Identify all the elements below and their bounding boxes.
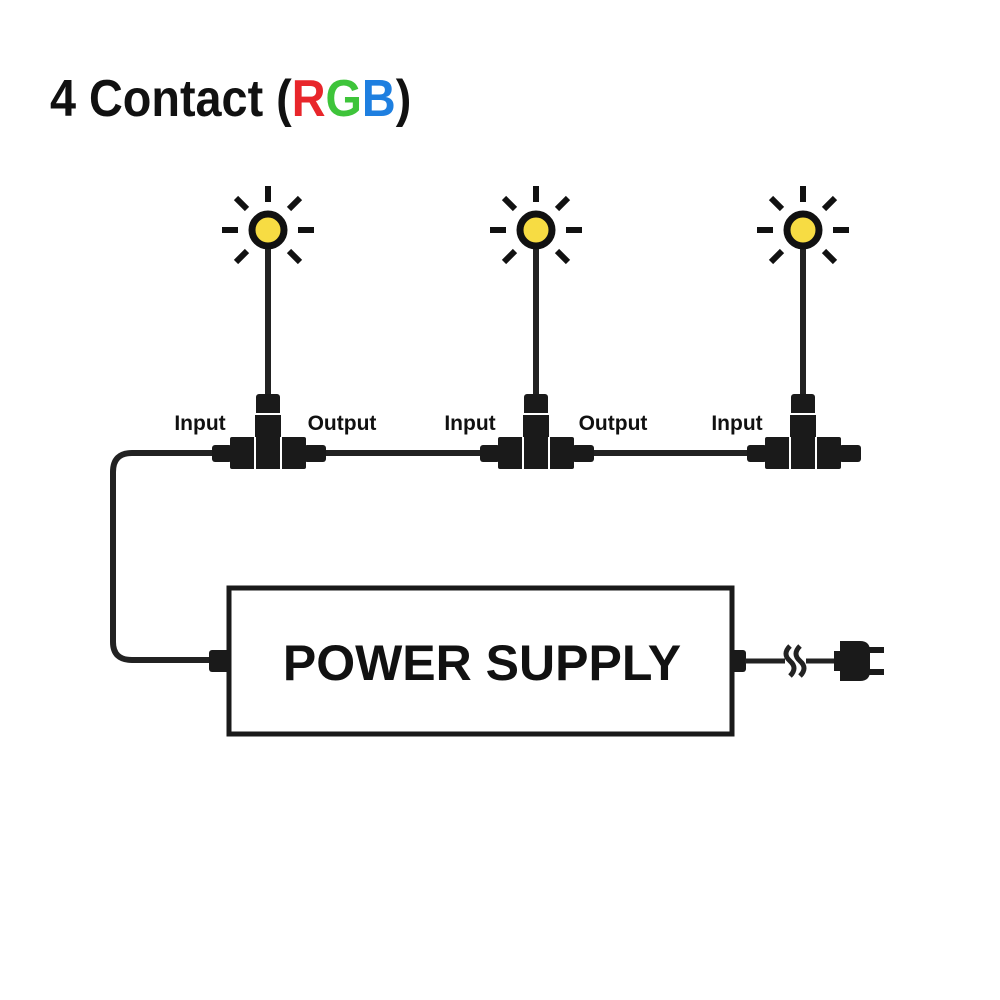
power-feed-wire xyxy=(110,450,217,663)
title-letter-r: R xyxy=(292,70,326,128)
power-supply: POWER SUPPLY xyxy=(209,585,746,737)
power-supply-label: POWER SUPPLY xyxy=(283,635,681,691)
title-letter-g: G xyxy=(326,70,362,128)
title-letter-b: B xyxy=(362,70,396,128)
power-supply-input-port xyxy=(730,650,746,672)
power-supply-output-port xyxy=(209,650,231,672)
light-bulb-icon xyxy=(490,186,582,265)
wiring xyxy=(110,239,806,663)
t-connector-icon xyxy=(212,394,326,469)
connector-2-input-label: Input xyxy=(444,412,495,435)
connector-1-output-label: Output xyxy=(308,412,377,435)
t-connector-icon xyxy=(747,394,861,469)
title-suffix: ) xyxy=(396,70,412,128)
connector-1-input-label: Input xyxy=(174,412,225,435)
light-bulb-icon xyxy=(757,186,849,265)
title-prefix: 4 Contact ( xyxy=(50,70,292,128)
page-title: 4 Contact (RGB) xyxy=(50,70,411,128)
connector-3-input-label: Input xyxy=(711,412,762,435)
connector-2-output-label: Output xyxy=(579,412,648,435)
plug-icon xyxy=(834,641,884,681)
power-supply-box xyxy=(226,585,735,737)
ac-cord xyxy=(745,644,838,678)
t-connector-icon xyxy=(480,394,594,469)
light-bulb-icon xyxy=(222,186,314,265)
